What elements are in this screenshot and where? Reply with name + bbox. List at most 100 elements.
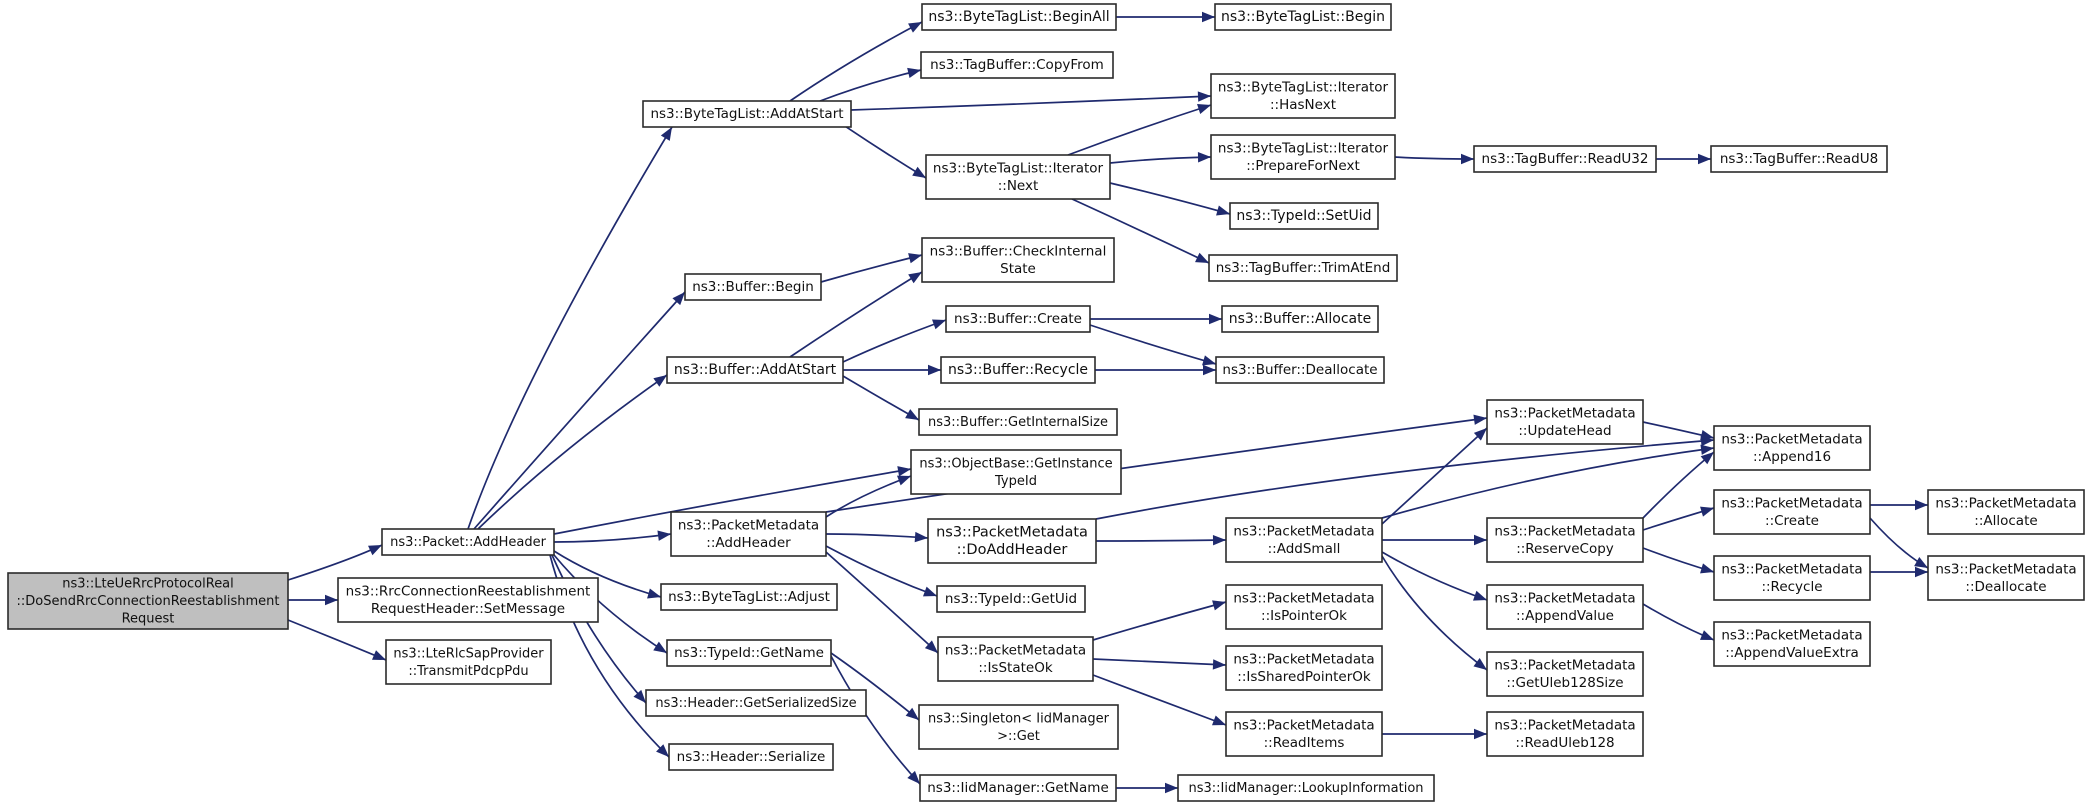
node-ns3-bytetaglist-begin[interactable]: ns3::ByteTagList::Begin <box>1214 3 1392 31</box>
node-box[interactable] <box>642 100 852 128</box>
node-box[interactable] <box>666 639 832 667</box>
node-ns3-buffer-deallocate[interactable]: ns3::Buffer::Deallocate <box>1215 356 1385 384</box>
node-ns3-packetmetadata-create[interactable]: ns3::PacketMetadata::Create <box>1713 489 1871 535</box>
node-ns3-typeid-getname[interactable]: ns3::TypeId::GetName <box>666 639 832 667</box>
node-box[interactable] <box>660 583 838 611</box>
node-ns3-packet-addheader[interactable]: ns3::Packet::AddHeader <box>381 528 555 556</box>
node-ns3-lterlcsapprovider-transmitpdcppdu[interactable]: ns3::LteRlcSapProvider::TransmitPdcpPdu <box>385 639 552 685</box>
node-box[interactable] <box>919 774 1117 802</box>
node-ns3-buffer-allocate[interactable]: ns3::Buffer::Allocate <box>1221 305 1379 333</box>
node-box[interactable] <box>937 636 1094 682</box>
node-ns3-tagbuffer-trimatend[interactable]: ns3::TagBuffer::TrimAtEnd <box>1208 254 1398 282</box>
node-box[interactable] <box>927 518 1097 564</box>
node-box[interactable] <box>381 528 555 556</box>
node-box[interactable] <box>670 511 827 557</box>
node-ns3-packetmetadata-ispointerok[interactable]: ns3::PacketMetadata::IsPointerOk <box>1225 584 1383 630</box>
node-ns3-packetmetadata-reservecopy[interactable]: ns3::PacketMetadata::ReserveCopy <box>1486 517 1644 563</box>
node-box[interactable] <box>1225 517 1383 563</box>
node-ns3-packetmetadata-isstateok[interactable]: ns3::PacketMetadata::IsStateOk <box>937 636 1094 682</box>
node-box[interactable] <box>337 577 599 623</box>
node-ns3-tagbuffer-readu32[interactable]: ns3::TagBuffer::ReadU32 <box>1473 145 1657 173</box>
node-ns3-lteuerrcprotocolreal-dosendrrcconnectionreestablishment-request[interactable]: ns3::LteUeRrcProtocolReal::DoSendRrcConn… <box>7 572 289 630</box>
node-box[interactable] <box>1208 254 1398 282</box>
node-ns3-packetmetadata-appendvalue[interactable]: ns3::PacketMetadata::AppendValue <box>1486 584 1644 630</box>
node-box[interactable] <box>1486 651 1644 697</box>
node-box[interactable] <box>1221 305 1379 333</box>
node-box[interactable] <box>1229 202 1379 230</box>
node-box[interactable] <box>1210 134 1396 180</box>
node-box[interactable] <box>1927 489 2085 535</box>
node-ns3-buffer-addatstart[interactable]: ns3::Buffer::AddAtStart <box>666 356 844 384</box>
node-ns3-bytetaglist-addatstart[interactable]: ns3::ByteTagList::AddAtStart <box>642 100 852 128</box>
node-ns3-typeid-setuid[interactable]: ns3::TypeId::SetUid <box>1229 202 1379 230</box>
node-box[interactable] <box>920 51 1114 79</box>
node-ns3-bytetaglist-iterator-next[interactable]: ns3::ByteTagList::Iterator::Next <box>925 154 1111 200</box>
node-ns3-packetmetadata-readuleb128[interactable]: ns3::PacketMetadata::ReadUleb128 <box>1486 711 1644 757</box>
node-ns3-packetmetadata-deallocate[interactable]: ns3::PacketMetadata::Deallocate <box>1927 555 2085 601</box>
node-ns3-packetmetadata-addheader[interactable]: ns3::PacketMetadata::AddHeader <box>670 511 827 557</box>
node-ns3-packetmetadata-doaddheader[interactable]: ns3::PacketMetadata::DoAddHeader <box>927 518 1097 564</box>
node-box[interactable] <box>1713 555 1871 601</box>
node-ns3-header-getserializedsize[interactable]: ns3::Header::GetSerializedSize <box>645 689 867 717</box>
node-box[interactable] <box>918 408 1118 436</box>
node-ns3-packetmetadata-addsmall[interactable]: ns3::PacketMetadata::AddSmall <box>1225 517 1383 563</box>
node-box[interactable] <box>666 356 844 384</box>
node-ns3-tagbuffer-readu8[interactable]: ns3::TagBuffer::ReadU8 <box>1710 145 1888 173</box>
node-box[interactable] <box>1486 584 1644 630</box>
node-ns3-packetmetadata-issharedpointerok[interactable]: ns3::PacketMetadata::IsSharedPointerOk <box>1225 645 1383 691</box>
node-box[interactable] <box>1225 711 1383 757</box>
node-box[interactable] <box>684 273 822 301</box>
node-box[interactable] <box>1473 145 1657 173</box>
node-box[interactable] <box>1927 555 2085 601</box>
node-box[interactable] <box>1225 584 1383 630</box>
node-ns3-singleton-iidmanager-get[interactable]: ns3::Singleton< IidManager>::Get <box>918 704 1119 750</box>
node-ns3-packetmetadata-recycle[interactable]: ns3::PacketMetadata::Recycle <box>1713 555 1871 601</box>
node-box[interactable] <box>1486 399 1644 445</box>
node-ns3-bytetaglist-iterator-hasnext[interactable]: ns3::ByteTagList::Iterator::HasNext <box>1210 73 1396 119</box>
node-ns3-bytetaglist-beginall[interactable]: ns3::ByteTagList::BeginAll <box>921 3 1117 31</box>
node-box[interactable] <box>1225 645 1383 691</box>
node-ns3-buffer-recycle[interactable]: ns3::Buffer::Recycle <box>940 356 1096 384</box>
node-ns3-packetmetadata-allocate[interactable]: ns3::PacketMetadata::Allocate <box>1927 489 2085 535</box>
node-box[interactable] <box>645 689 867 717</box>
node-box[interactable] <box>921 3 1117 31</box>
node-ns3-iidmanager-getname[interactable]: ns3::IidManager::GetName <box>919 774 1117 802</box>
node-box[interactable] <box>945 305 1091 333</box>
node-box[interactable] <box>936 585 1086 613</box>
node-ns3-buffer-getinternalsize[interactable]: ns3::Buffer::GetInternalSize <box>918 408 1118 436</box>
node-ns3-buffer-create[interactable]: ns3::Buffer::Create <box>945 305 1091 333</box>
node-box[interactable] <box>668 743 834 771</box>
node-box[interactable] <box>1210 73 1396 119</box>
node-ns3-packetmetadata-appendvalueextra[interactable]: ns3::PacketMetadata::AppendValueExtra <box>1713 621 1871 667</box>
node-ns3-tagbuffer-copyfrom[interactable]: ns3::TagBuffer::CopyFrom <box>920 51 1114 79</box>
node-ns3-iidmanager-lookupinformation[interactable]: ns3::IidManager::LookupInformation <box>1177 774 1435 802</box>
node-ns3-bytetaglist-adjust[interactable]: ns3::ByteTagList::Adjust <box>660 583 838 611</box>
node-ns3-packetmetadata-updatehead[interactable]: ns3::PacketMetadata::UpdateHead <box>1486 399 1644 445</box>
node-ns3-bytetaglist-iterator-preparefornext[interactable]: ns3::ByteTagList::Iterator::PrepareForNe… <box>1210 134 1396 180</box>
node-ns3-typeid-getuid[interactable]: ns3::TypeId::GetUid <box>936 585 1086 613</box>
node-box[interactable] <box>1486 711 1644 757</box>
node-box[interactable] <box>921 237 1115 283</box>
node-box[interactable] <box>1215 356 1385 384</box>
node-box[interactable] <box>925 154 1111 200</box>
node-ns3-packetmetadata-readitems[interactable]: ns3::PacketMetadata::ReadItems <box>1225 711 1383 757</box>
node-box[interactable] <box>1713 425 1871 471</box>
node-box[interactable] <box>7 572 289 630</box>
node-box[interactable] <box>1177 774 1435 802</box>
node-ns3-packetmetadata-append16[interactable]: ns3::PacketMetadata::Append16 <box>1713 425 1871 471</box>
node-ns3-packetmetadata-getuleb128size[interactable]: ns3::PacketMetadata::GetUleb128Size <box>1486 651 1644 697</box>
node-box[interactable] <box>940 356 1096 384</box>
node-box[interactable] <box>1214 3 1392 31</box>
node-ns3-header-serialize[interactable]: ns3::Header::Serialize <box>668 743 834 771</box>
node-box[interactable] <box>1486 517 1644 563</box>
node-box[interactable] <box>910 449 1122 495</box>
node-box[interactable] <box>385 639 552 685</box>
node-box[interactable] <box>1713 489 1871 535</box>
node-ns3-buffer-begin[interactable]: ns3::Buffer::Begin <box>684 273 822 301</box>
node-box[interactable] <box>1713 621 1871 667</box>
node-box[interactable] <box>918 704 1119 750</box>
node-box[interactable] <box>1710 145 1888 173</box>
